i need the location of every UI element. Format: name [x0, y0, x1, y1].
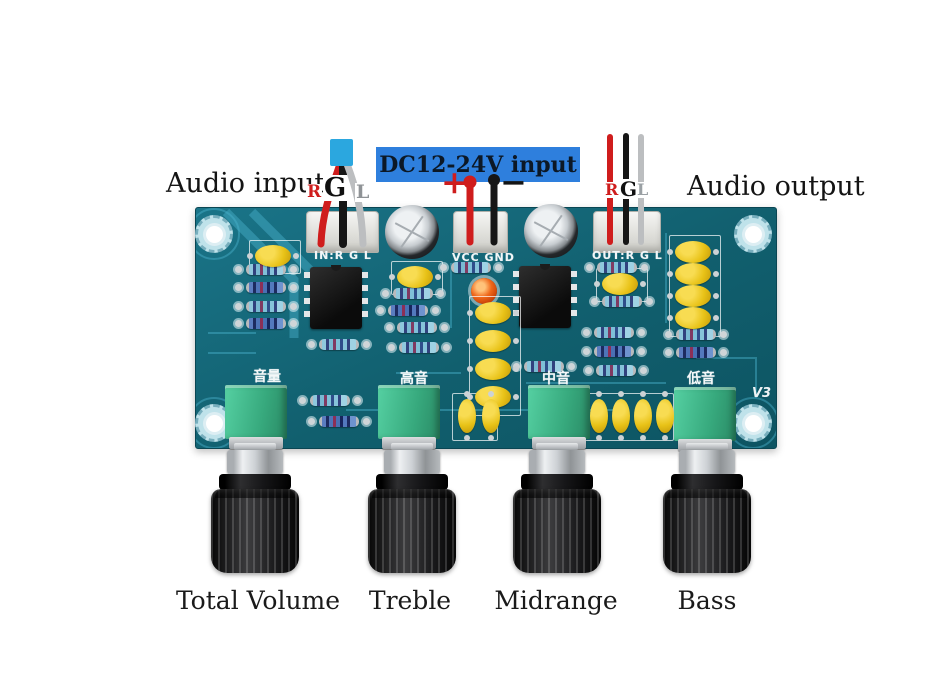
- film-capacitor: [667, 241, 719, 263]
- film-capacitor: [482, 391, 500, 441]
- minus-sign: −: [500, 163, 527, 201]
- knob-washer: [391, 443, 433, 450]
- dc-power-connector: [453, 211, 508, 253]
- output-wire-label-g: G: [619, 177, 639, 201]
- knob-nut: [384, 450, 440, 474]
- film-capacitor: [467, 330, 519, 352]
- resistor: [591, 296, 653, 307]
- resistor: [440, 262, 502, 273]
- knob-nut: [529, 450, 585, 474]
- film-capacitor: [247, 245, 299, 267]
- volume-cn-silkscreen: 音量: [253, 369, 281, 385]
- resistor: [235, 301, 297, 312]
- potentiometer-bass: [674, 387, 736, 441]
- knob-midrange: [513, 489, 601, 573]
- knob-collar: [671, 474, 743, 490]
- resistor: [377, 305, 439, 316]
- resistor: [583, 327, 645, 338]
- plus-sign: +: [441, 163, 468, 201]
- knob-bass: [663, 489, 751, 573]
- film-capacitor: [389, 266, 441, 288]
- dip8-ic: [513, 264, 577, 328]
- output-wire-label-l: L: [636, 180, 650, 199]
- resistor: [388, 342, 450, 353]
- resistor: [235, 264, 297, 275]
- treble-cn-silkscreen: 高音: [400, 371, 428, 387]
- power-header-silkscreen: VCC GND: [452, 251, 515, 264]
- input-wire-label-r: R: [306, 182, 323, 202]
- resistor: [586, 262, 648, 273]
- film-capacitor: [590, 391, 608, 441]
- dc-power-label: DC12-24V input: [379, 151, 577, 178]
- film-capacitor: [612, 391, 630, 441]
- mounting-hole: [195, 215, 233, 253]
- resistor: [299, 395, 361, 406]
- mounting-hole: [734, 404, 772, 442]
- audio-input-label: Audio input: [166, 168, 326, 199]
- midrange-cn-silkscreen: 中音: [542, 371, 570, 387]
- resistor: [583, 346, 645, 357]
- film-capacitor: [667, 285, 719, 307]
- version-silkscreen: V3: [752, 386, 772, 401]
- film-capacitor: [667, 263, 719, 285]
- potentiometer-midrange: [528, 385, 590, 439]
- knob-nut: [679, 450, 735, 474]
- knob-washer: [686, 443, 728, 450]
- bass-cn-silkscreen: 低音: [687, 371, 715, 387]
- knob-washer: [234, 443, 276, 450]
- knob-volume: [211, 489, 299, 573]
- knob-collar: [219, 474, 291, 490]
- film-capacitor: [634, 391, 652, 441]
- output-wire-label-r: R: [604, 180, 620, 199]
- resistor: [665, 329, 727, 340]
- film-capacitor: [667, 307, 719, 329]
- film-capacitor: [594, 273, 646, 295]
- film-capacitor: [467, 302, 519, 324]
- resistor: [235, 318, 297, 329]
- resistor: [386, 322, 448, 333]
- bass-label: Bass: [677, 586, 737, 615]
- treble-label: Treble: [368, 586, 452, 615]
- potentiometer-volume: [225, 385, 287, 439]
- electrolytic-capacitor: [524, 204, 578, 258]
- knob-collar: [521, 474, 593, 490]
- audio-input-plug: [330, 139, 353, 166]
- input-wire-label-g: G: [323, 173, 348, 203]
- knob-nut: [227, 450, 283, 474]
- midrange-label: Midrange: [494, 586, 618, 615]
- resistor: [235, 282, 297, 293]
- resistor: [665, 347, 727, 358]
- audio-input-connector: [306, 211, 379, 253]
- resistor: [585, 365, 647, 376]
- dip8-ic: [304, 265, 368, 329]
- knob-washer: [536, 443, 578, 450]
- audio-output-connector: [593, 211, 661, 253]
- mounting-hole: [734, 215, 772, 253]
- film-capacitor: [656, 391, 674, 441]
- audio-output-label: Audio output: [687, 171, 865, 202]
- dc-power-label-box: DC12-24V input: [376, 147, 580, 182]
- output-header-silkscreen: OUT:R G L: [592, 249, 663, 262]
- volume-label: Total Volume: [175, 586, 341, 615]
- led: [471, 278, 497, 304]
- pcb-board: IN:R G L VCC GND OUT:R G L: [195, 204, 777, 451]
- film-capacitor: [467, 358, 519, 380]
- input-header-silkscreen: IN:R G L: [314, 249, 372, 262]
- electrolytic-capacitor: [385, 205, 439, 259]
- knob-treble: [368, 489, 456, 573]
- input-wire-label-l: L: [355, 181, 371, 203]
- resistor: [382, 288, 444, 299]
- film-capacitor: [458, 391, 476, 441]
- potentiometer-treble: [378, 385, 440, 439]
- knob-collar: [376, 474, 448, 490]
- resistor: [308, 416, 370, 427]
- resistor: [308, 339, 370, 350]
